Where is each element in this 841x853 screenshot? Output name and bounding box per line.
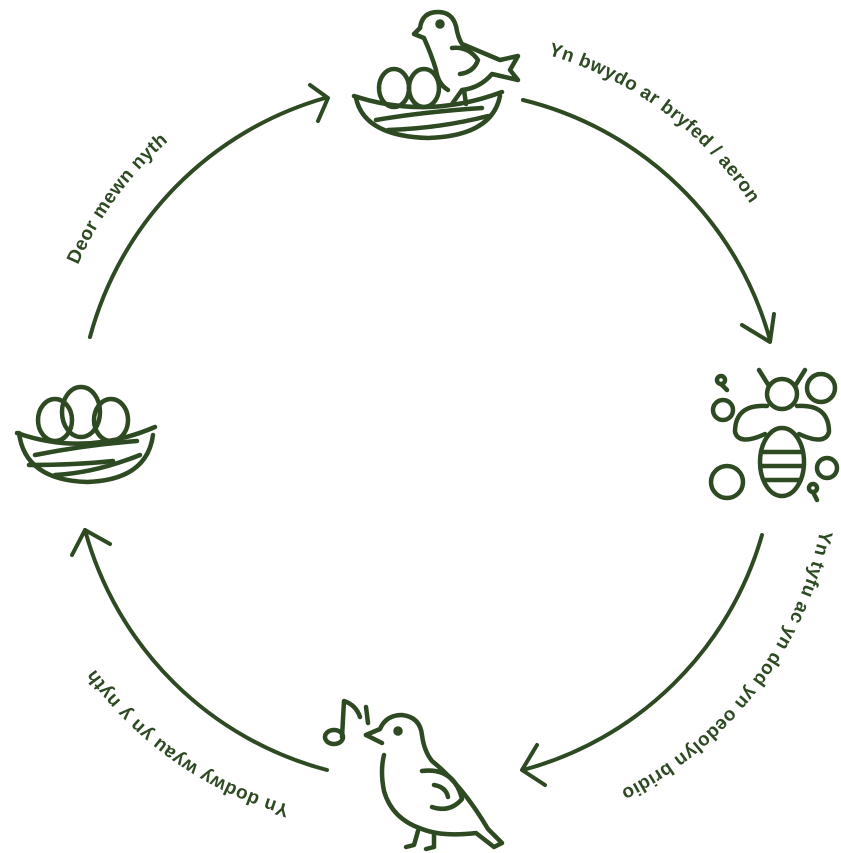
arrow-grow (521, 533, 764, 772)
singing-bird-icon (322, 698, 505, 852)
arrow-hatch (88, 96, 327, 339)
label-hatch: Deor mewn nyth (63, 129, 172, 267)
label-grow: Yn tyfu ac yn dod yn oedolyn bridio (618, 529, 836, 805)
chick-in-nest-icon (351, 9, 521, 141)
arrow-feed-head (740, 312, 776, 344)
arrow-hatch-head (308, 83, 330, 123)
arrow-feed (521, 98, 772, 342)
nest-with-eggs-icon (14, 384, 158, 485)
arrow-lay-head (70, 528, 112, 557)
arrow-grow-head (520, 743, 547, 787)
cycle-arrows (70, 83, 776, 787)
arrow-lay (83, 528, 329, 772)
cycle-labels: Deor mewn nyth Yn bwydo ar bryfed / aero… (63, 40, 835, 821)
bee-and-flowers-icon (708, 367, 840, 503)
label-feed: Yn bwydo ar bryfed / aeron (547, 40, 764, 207)
